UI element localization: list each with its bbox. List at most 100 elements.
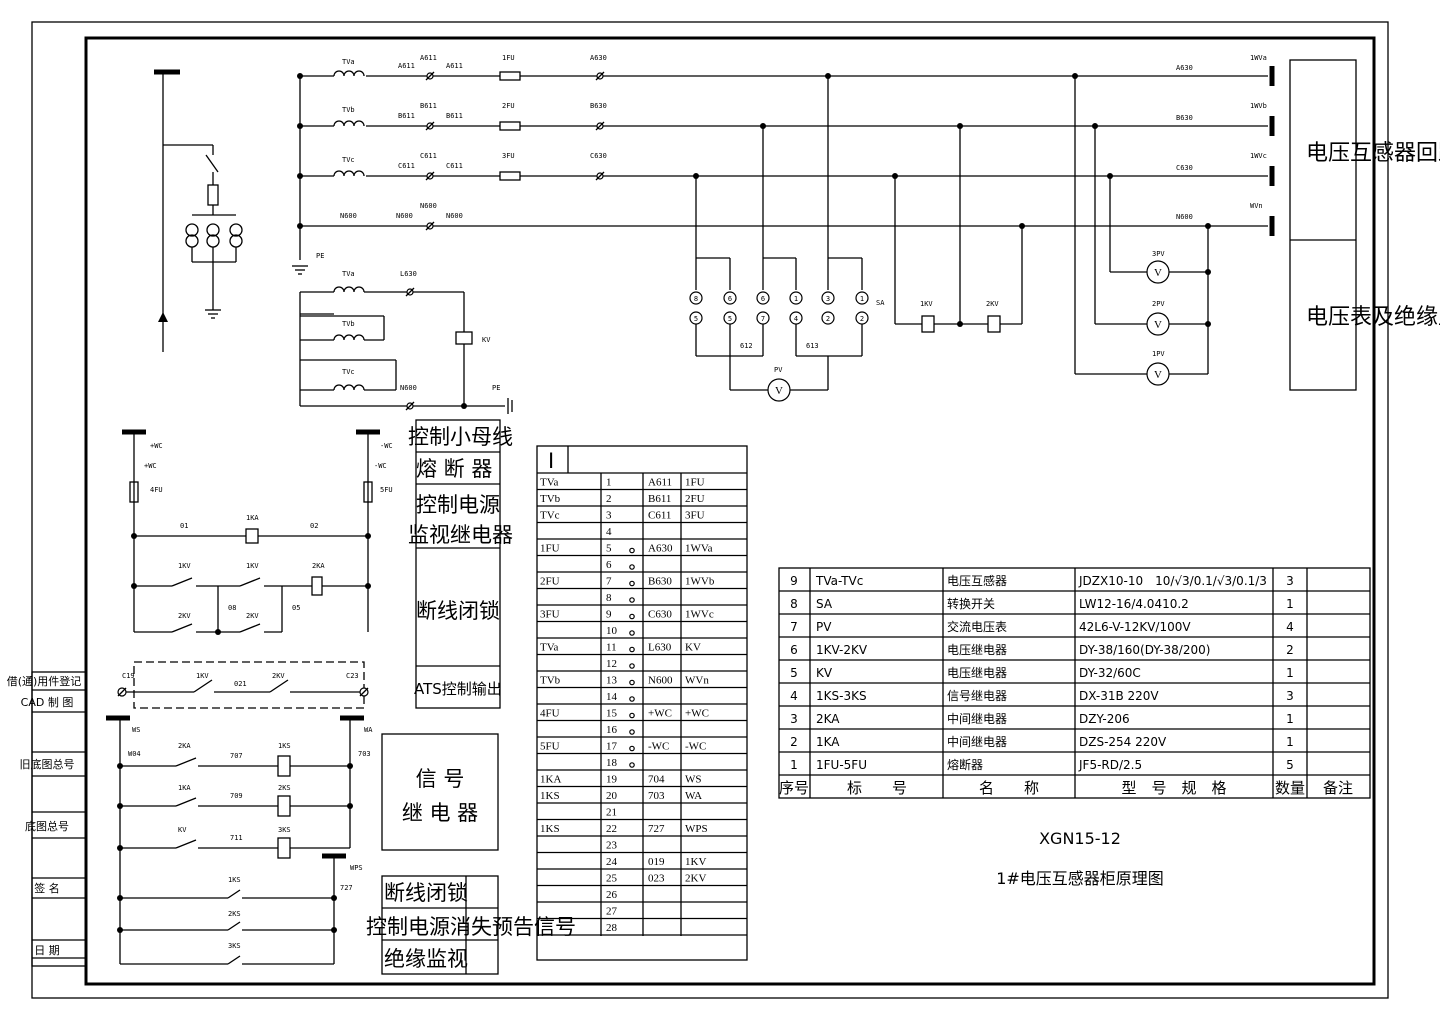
tag-a-2: A611 [420,54,437,62]
terminal-wire-a: C611 [648,510,671,522]
tag-n-1: N600 [340,212,357,220]
tag-a-4: A630 [590,54,607,62]
tag-b-fu: 2FU [502,102,515,110]
terminal-number: 1 [606,477,612,489]
terminal-row: 28 [606,922,618,934]
svg-text:4FU: 4FU [150,486,163,494]
svg-text:6: 6 [728,295,732,303]
link-icon [629,630,635,636]
terminal-number: 23 [606,840,618,852]
parts-cell: PV [816,620,832,634]
tv-a-label: TVa [342,58,355,66]
drawing-number: XGN15-12 [1039,829,1121,848]
parts-cell: 2 [1286,643,1294,657]
terminal-row: 8 [606,592,635,604]
parts-cell: 42L6-V-12KV/100V [1079,620,1191,634]
parts-cell: 3 [1286,689,1294,703]
terminal-wire-a: 704 [648,774,665,786]
parts-row: 1 1FU-5FU 熔断器 JF5-RD/2.5 5 [790,757,1294,772]
parts-header-cell: 序号 [779,779,809,797]
terminal-device: 1KS [540,823,560,835]
terminal-number: 11 [606,642,617,654]
svg-text:断线闭锁: 断线闭锁 [416,599,500,623]
terminal-number: 22 [606,823,617,835]
svg-text:2KA: 2KA [178,742,191,750]
terminal-device: TVb [540,675,561,687]
terminal-device: 3FU [540,609,560,621]
meter-3pv: 3PV [1152,250,1165,258]
svg-text:W04: W04 [128,750,141,758]
parts-cell: DY-38/160(DY-38/200) [1079,643,1210,657]
parts-header-cell: 备注 [1323,779,1353,797]
drawing-title: 1#电压互感器柜原理图 [996,869,1164,888]
strip-row-6: 日 期 [34,944,60,957]
link-icon [629,564,635,570]
parts-cell: 1 [790,758,798,772]
strip-row-1: 借(通)用件登记 [7,674,82,688]
parts-cell: 8 [790,597,798,611]
parts-cell: 中间继电器 [947,711,1007,726]
bus-end-a: A630 [1176,64,1193,72]
parts-cell: 7 [790,620,798,634]
terminal-row: 12 [606,658,635,670]
terminal-wire-b: 2FU [685,493,705,505]
svg-text:612: 612 [740,342,753,350]
svg-text:信 号: 信 号 [416,767,465,791]
tag-a-3: A611 [446,62,463,70]
parts-cell: 5 [1286,758,1294,772]
right-box-pt-circuit: 电压互感器回路 [1306,141,1440,166]
svg-text:7: 7 [761,315,765,323]
svg-text:+WC: +WC [150,442,163,450]
strip-row-2: CAD 制 图 [21,696,74,709]
terminal-number: 26 [606,889,618,901]
meter-1pv: 1PV [1152,350,1165,358]
svg-text:控制小母线: 控制小母线 [408,425,513,449]
terminal-row: 21 [606,807,617,819]
tag-b-1: B611 [398,112,415,120]
parts-cell: 熔断器 [947,757,983,772]
parts-cell: 1 [1286,597,1294,611]
terminal-wire-a: B630 [648,576,672,588]
parts-cell: 交流电压表 [947,619,1007,634]
parts-cell: JF5-RD/2.5 [1078,758,1142,772]
svg-text:L630: L630 [400,270,417,278]
parts-header-cell: 标 号 [847,779,907,797]
terminal-header: I [548,449,554,473]
terminal-wire-b: +WC [685,708,709,720]
svg-text:C23: C23 [346,672,359,680]
link-icon [629,613,635,620]
svg-text:01: 01 [180,522,188,530]
parts-cell: 1KV-2KV [816,643,868,657]
strip-row-3: 旧底图总号 [20,757,75,771]
terminal-device: 1FU [540,543,560,555]
parts-cell: 电压继电器 [947,666,1007,680]
svg-text:V: V [775,385,783,397]
parts-cell: 电压继电器 [947,643,1007,657]
parts-cell: 1FU-5FU [816,758,867,772]
terminal-wire-b: -WC [685,741,706,753]
terminal-number: 3 [606,510,612,522]
terminal-row: 16 [606,724,635,736]
tag-c-2: C611 [420,152,437,160]
terminal-number: 5 [606,543,612,555]
svg-text:KV: KV [178,826,187,834]
bus-end-n: N600 [1176,213,1193,221]
terminal-number: 27 [606,906,618,918]
tag-b-3: B611 [446,112,463,120]
terminal-wire-b: WA [685,790,702,802]
svg-text:711: 711 [230,834,243,842]
svg-text:2KA: 2KA [312,562,325,570]
bus-label-n: WVn [1250,202,1263,210]
svg-text:05: 05 [292,604,300,612]
svg-text:2KV: 2KV [272,672,285,680]
link-icon [629,762,635,768]
strip-row-5: 签 名 [34,881,60,895]
svg-text:3KS: 3KS [278,826,291,834]
switch-sa: 8 6 6 1 3 1 5 5 7 4 2 2 SA 612 613 [689,291,885,402]
parts-cell: TVa-TVc [815,574,863,588]
